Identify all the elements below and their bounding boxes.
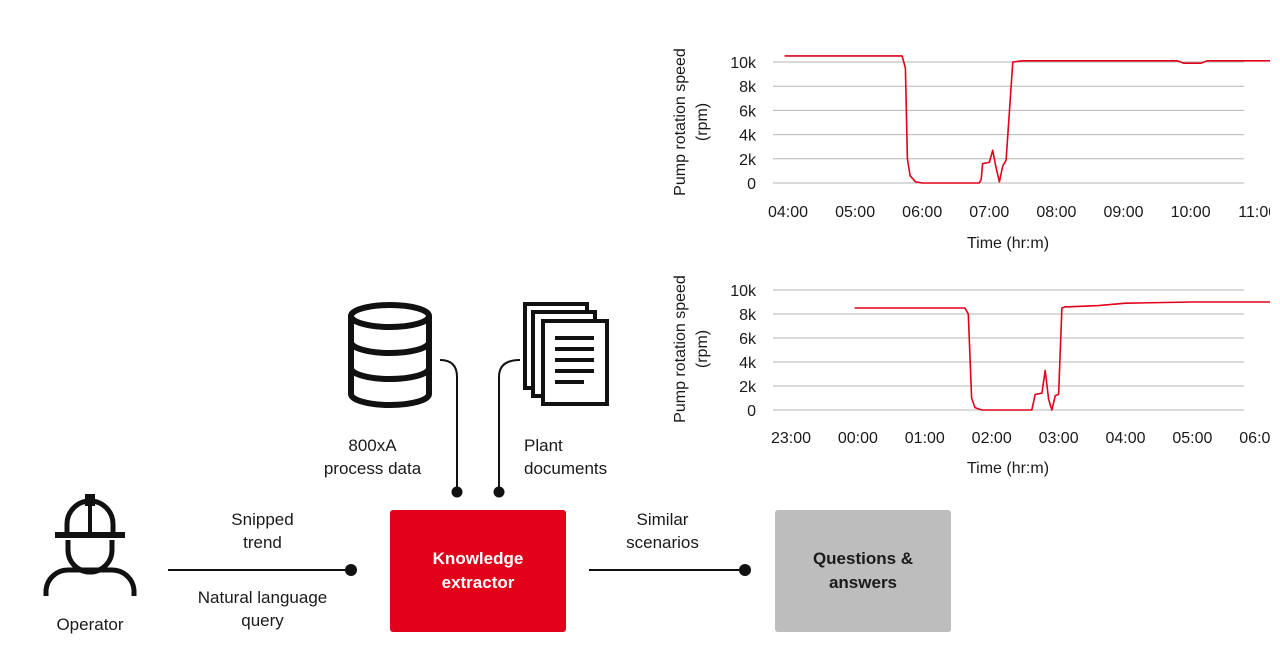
y-axis-title-line1: Pump rotation speed (672, 275, 689, 423)
y-tick-label: 0 (747, 176, 756, 193)
y-axis-title: Pump rotation speed (rpm) (672, 48, 711, 196)
y-axis-title-line2: (rpm) (694, 330, 711, 368)
chart-bottom: 0 2k 4k 6k 8k 10k 23:00 00:00 01:00 02:00 03:00 04:… (672, 275, 1270, 477)
y-tick-label: 8k (739, 79, 757, 96)
input-connector-dot (345, 564, 357, 576)
chart-top: 0 2k 4k 6k 8k 10k 04:00 05:00 06:00 07:00 08:00 09:… (672, 48, 1270, 252)
x-tick-label: 04:00 (1105, 430, 1145, 447)
x-tick-label: 02:00 (972, 430, 1012, 447)
x-tick-label: 06:00 (902, 204, 942, 221)
y-tick-label: 4k (739, 128, 757, 145)
y-tick-label: 2k (739, 379, 757, 396)
x-axis-title: Time (hr:m) (967, 235, 1049, 252)
x-tick-label: 05:00 (835, 204, 875, 221)
y-tick-label: 2k (739, 152, 757, 169)
knowledge-extractor-box: Knowledge extractor (390, 510, 566, 632)
y-axis-title-line1: Pump rotation speed (672, 48, 689, 196)
x-tick-label: 11:00 (1238, 204, 1270, 221)
input-connector (168, 569, 350, 571)
y-tick-label: 6k (739, 103, 757, 120)
x-tick-label: 09:00 (1103, 204, 1143, 221)
x-tick-label: 00:00 (838, 430, 878, 447)
y-axis-title-line2: (rpm) (694, 103, 711, 141)
x-tick-label: 10:00 (1171, 204, 1211, 221)
x-tick-label: 04:00 (768, 204, 808, 221)
x-tick-label: 06:00 (1239, 430, 1270, 447)
y-tick-label: 6k (739, 331, 757, 348)
database-icon (348, 302, 432, 408)
y-tick-label: 8k (739, 307, 757, 324)
operator-hardhat-icon (43, 494, 137, 596)
x-tick-label: 08:00 (1036, 204, 1076, 221)
operator-label: Operator (56, 615, 124, 634)
x-tick-label: 01:00 (905, 430, 945, 447)
y-tick-label: 0 (747, 403, 756, 420)
output-connector (589, 569, 741, 571)
series-line (784, 55, 1270, 184)
output-connector-dot (739, 564, 751, 576)
y-axis-title: Pump rotation speed (rpm) (672, 275, 711, 423)
y-tick-label: 10k (730, 55, 757, 72)
series-line (854, 301, 1270, 411)
x-tick-label: 03:00 (1039, 430, 1079, 447)
x-tick-label: 05:00 (1172, 430, 1212, 447)
y-tick-label: 4k (739, 355, 757, 372)
y-tick-label: 10k (730, 283, 757, 300)
questions-answers-box: Questions & answers (775, 510, 951, 632)
source-connectors (439, 359, 520, 498)
documents-icon (523, 302, 609, 406)
x-axis-title: Time (hr:m) (967, 460, 1049, 477)
x-tick-label: 23:00 (771, 430, 811, 447)
x-tick-label: 07:00 (969, 204, 1009, 221)
